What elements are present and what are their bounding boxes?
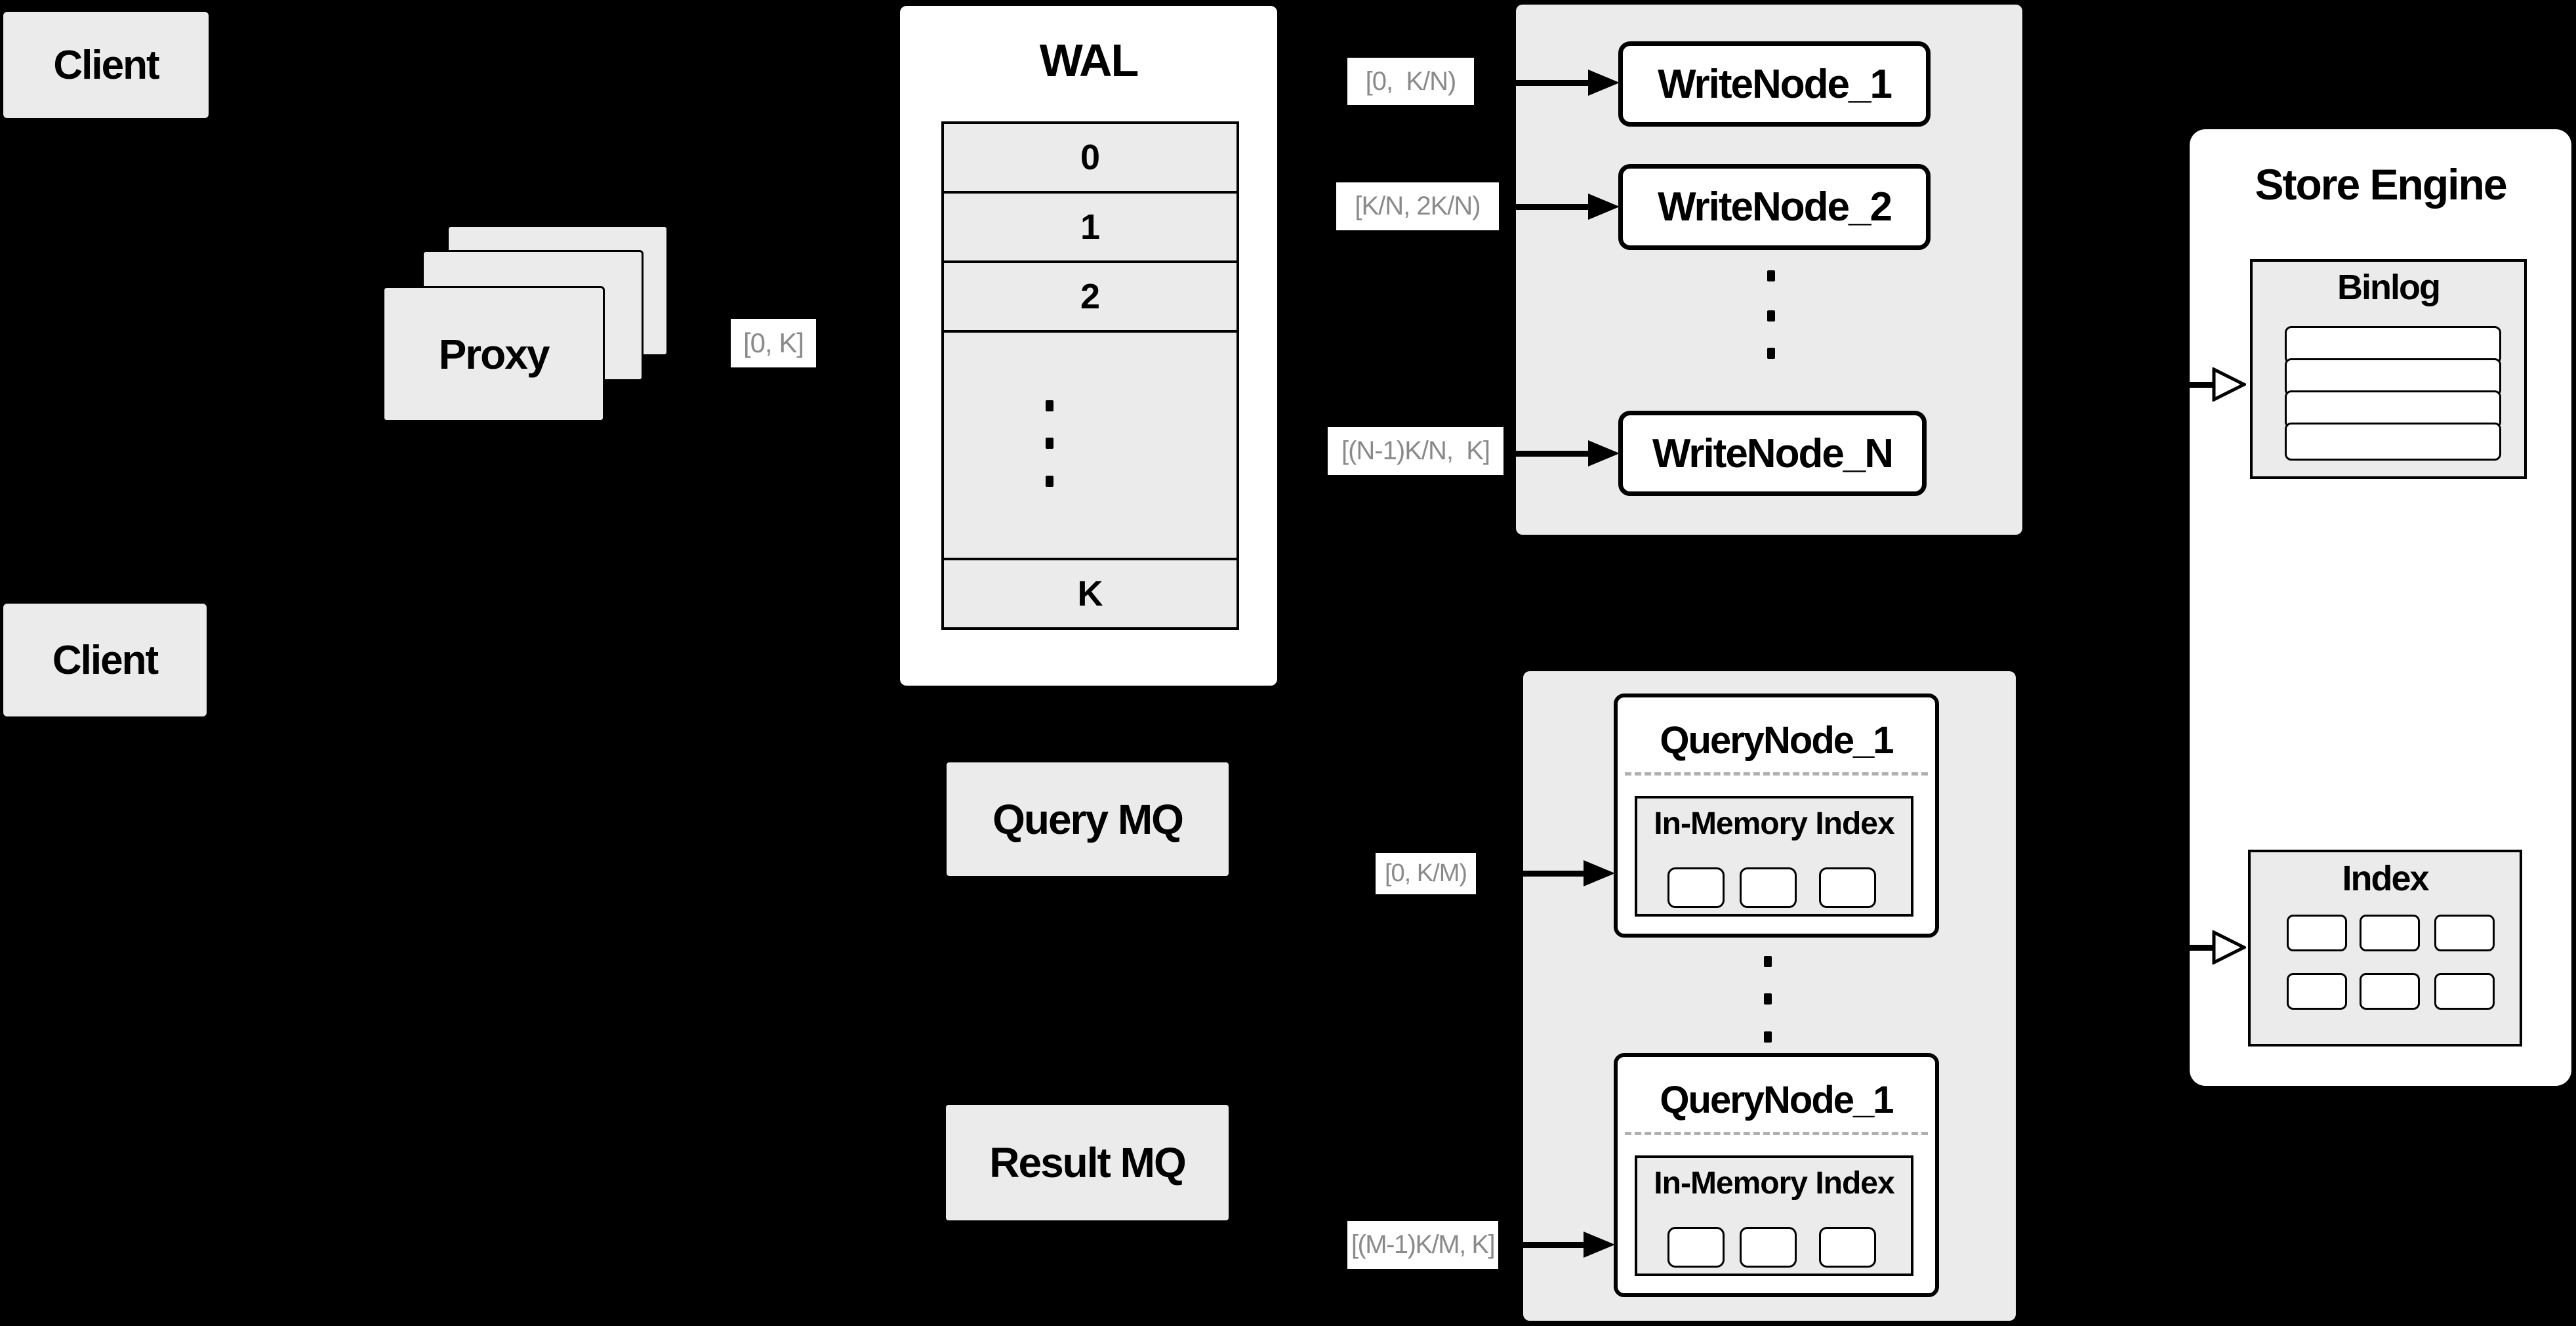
wal-segment-0: 0 [941, 121, 1239, 194]
index-cell [2287, 973, 2347, 1010]
client-bottom-label: Client [52, 637, 159, 683]
query-node-1-divider [1625, 772, 1928, 776]
arrowhead-to-writenode-2 [1588, 194, 1620, 220]
write-range-label-2: [K/N, 2K/N) [1336, 182, 1499, 230]
index-title: Index [2342, 859, 2429, 898]
wal-ellipsis-cell [941, 330, 1239, 560]
memory-segment-cell [1667, 1227, 1725, 1268]
binlog-title: Binlog [2337, 268, 2441, 307]
wal-segment-2: 2 [941, 260, 1239, 333]
memory-segment-cell [1740, 1227, 1797, 1268]
memory-segment-cell [1819, 867, 1876, 908]
arrow-to-querynode-2 [1500, 1242, 1587, 1248]
write-ellipsis-dot [1767, 270, 1775, 281]
client-top-label: Client [53, 42, 159, 88]
index-cell [2360, 973, 2420, 1010]
arrowhead-to-writenode-n [1588, 440, 1620, 466]
wal-ellipsis-dot [1046, 438, 1053, 449]
arrow-to-writenode-n [1505, 451, 1591, 457]
result-mq-box: Result MQ [946, 1105, 1229, 1220]
arrowhead-open-index [2212, 930, 2246, 964]
write-range-label-1: [0, K/N) [1347, 58, 1474, 105]
index-cell [2434, 973, 2495, 1010]
memory-segment-cell [1740, 867, 1797, 908]
write-ellipsis-dot [1767, 310, 1775, 321]
arrowhead-to-querynode-1 [1584, 860, 1615, 886]
wal-segment-k: K [941, 558, 1239, 630]
proxy-card-front: Proxy [382, 286, 605, 422]
proxy-label: Proxy [438, 330, 550, 378]
in-memory-index-title-1: In-Memory Index [1654, 806, 1894, 841]
wal-ellipsis-dot [1046, 476, 1053, 487]
write-node-2: WriteNode_2 [1618, 164, 1931, 250]
wal-segment-1: 1 [941, 191, 1239, 263]
client-top-box: Client [3, 12, 209, 118]
query-node-2-divider [1625, 1132, 1928, 1135]
write-range-label-3: [(N-1)K/N, K] [1328, 427, 1503, 475]
index-cell [2434, 915, 2495, 951]
query-node-2-title: QueryNode_1 [1660, 1078, 1894, 1121]
arrow-to-index [2162, 945, 2216, 951]
write-node-n: WriteNode_N [1618, 411, 1927, 496]
memory-segment-cell [1667, 867, 1725, 908]
query-range-label-2: [(M-1)K/M, K] [1347, 1221, 1498, 1269]
query-ellipsis-dot [1764, 1031, 1772, 1043]
query-node-1-title: QueryNode_1 [1660, 718, 1894, 762]
write-ellipsis-dot [1767, 348, 1775, 359]
binlog-row [2285, 423, 2501, 461]
binlog-row [2285, 358, 2501, 396]
arrowhead-open-binlog [2212, 367, 2246, 402]
query-range-label-1: [0, K/M) [1376, 853, 1476, 894]
index-cell [2360, 915, 2420, 951]
write-node-1: WriteNode_1 [1618, 41, 1931, 127]
arrow-to-writenode-2 [1501, 204, 1591, 210]
arrowhead-to-writenode-1 [1588, 70, 1620, 96]
query-mq-box: Query MQ [947, 762, 1229, 876]
query-ellipsis-dot [1764, 956, 1772, 967]
arrow-to-writenode-1 [1476, 80, 1591, 86]
index-cell [2287, 915, 2347, 951]
wal-title: WAL [1039, 35, 1139, 86]
binlog-row [2285, 326, 2501, 364]
query-ellipsis-dot [1764, 993, 1772, 1005]
proxy-range-label: [0, K] [731, 319, 816, 367]
store-engine-title: Store Engine [2255, 160, 2507, 209]
memory-segment-cell [1819, 1227, 1876, 1268]
arrow-to-binlog [2162, 382, 2216, 388]
wal-ellipsis-dot [1046, 400, 1053, 411]
in-memory-index-title-2: In-Memory Index [1654, 1165, 1894, 1201]
client-bottom-box: Client [3, 604, 207, 716]
arrow-to-querynode-1 [1489, 871, 1587, 877]
arrowhead-to-querynode-2 [1584, 1232, 1615, 1258]
